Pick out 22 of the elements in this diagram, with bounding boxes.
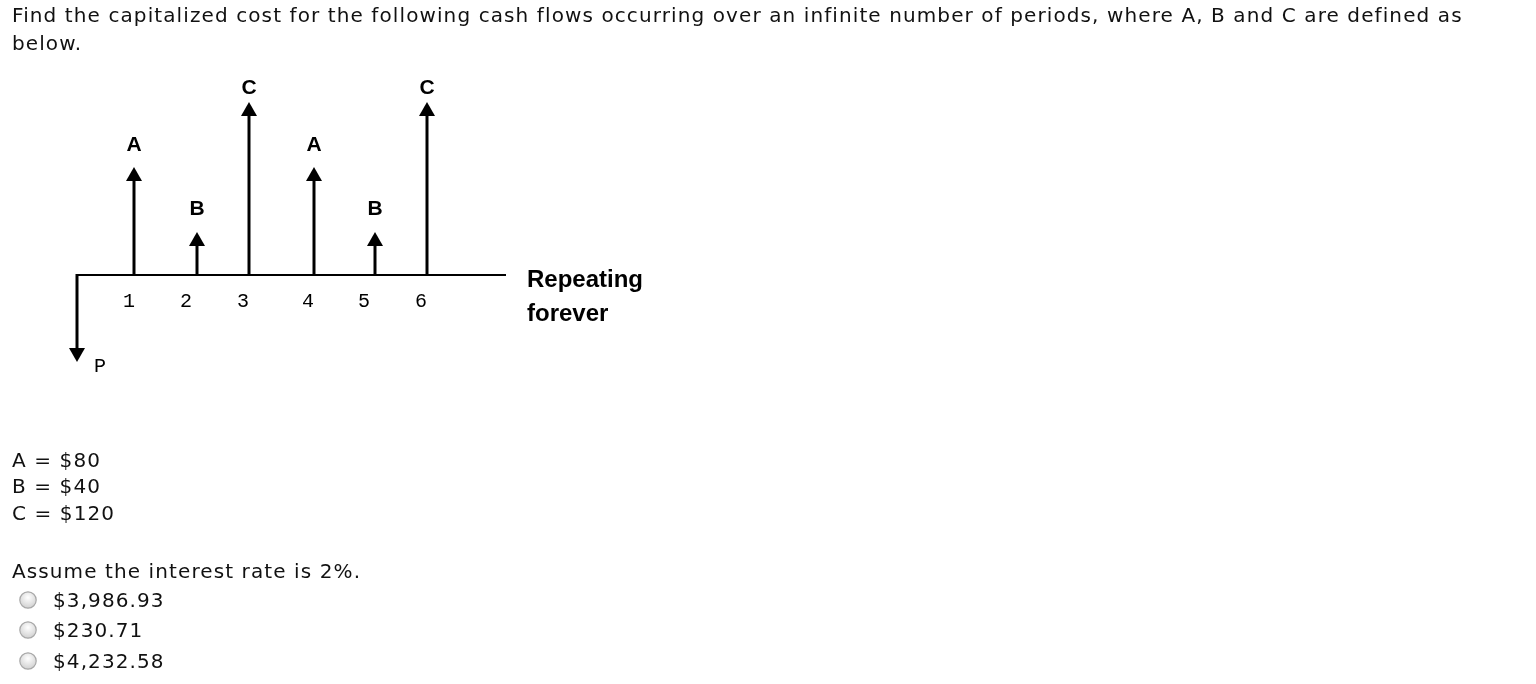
cash-flow-label: C — [241, 75, 257, 99]
answer-option: $4,232.58 — [53, 648, 165, 674]
value-definition: C = $120 — [12, 500, 116, 526]
present-worth-label: P — [94, 356, 106, 378]
period-number: 1 — [123, 291, 135, 313]
question-text: Assume the interest rate is 2%. — [12, 558, 362, 584]
cash-flow-label: B — [367, 196, 383, 220]
period-number: 4 — [302, 291, 314, 313]
cash-flow-label: A — [126, 132, 142, 156]
period-number: 6 — [415, 291, 427, 313]
answer-option: $3,986.93 — [53, 587, 165, 613]
period-number: 5 — [358, 291, 370, 313]
value-definition: B = $40 — [12, 473, 102, 499]
cash-flow-label: B — [189, 196, 205, 220]
question-text: Find the capitalized cost for the following cash flows occurring over an infinite number of periods, where A, B and C are defined as below. — [12, 2, 1464, 57]
value-definition: A = $80 — [12, 447, 102, 473]
cash-flow-label: C — [419, 75, 435, 99]
cash-flow-label: A — [306, 132, 322, 156]
answer-option: $230.71 — [53, 617, 144, 643]
period-number: 2 — [180, 291, 192, 313]
note-text: Repeating forever — [527, 264, 644, 328]
period-number: 3 — [237, 291, 249, 313]
